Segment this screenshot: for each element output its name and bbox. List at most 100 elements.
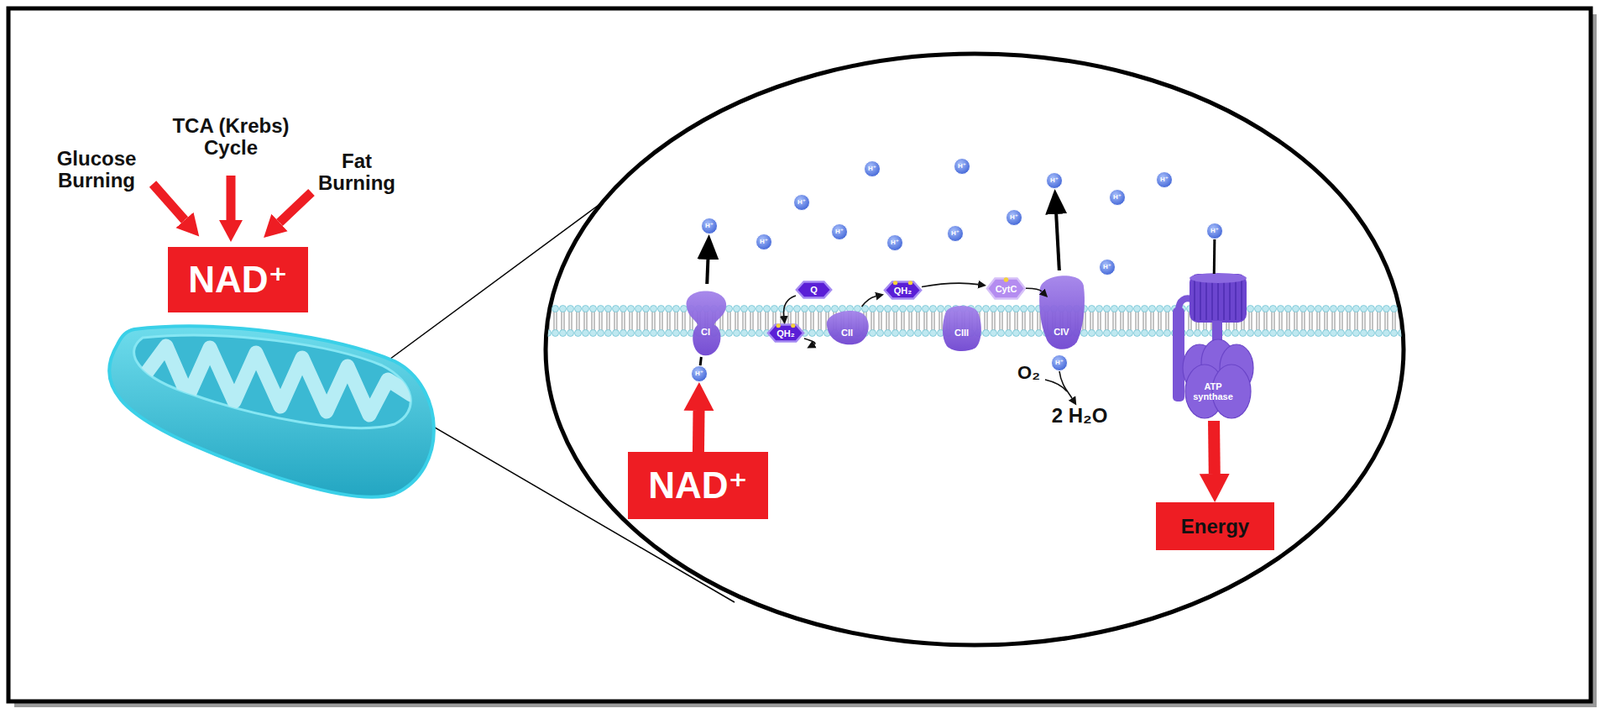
- node-text: CI: [700, 326, 711, 337]
- frame: [8, 8, 1591, 701]
- proton-ion: H⁺: [831, 223, 848, 241]
- ion-circle: [1109, 189, 1126, 206]
- rotor-cap: [1189, 272, 1247, 283]
- zoom-ellipse: [545, 53, 1404, 645]
- connector-arrow: [1213, 239, 1217, 274]
- node-text: QH₂: [894, 284, 912, 295]
- node-text: NAD⁺: [188, 259, 288, 300]
- ubiquinol: QH₂: [767, 324, 805, 342]
- protein-complex: [686, 290, 727, 356]
- node-text: CIV: [1053, 326, 1069, 337]
- proton-ion: H⁺: [1098, 258, 1116, 276]
- nad-box: NAD⁺: [627, 451, 769, 519]
- complex-one: CI: [678, 283, 733, 357]
- text-label: TCA (Krebs) Cycle: [163, 115, 299, 160]
- hexagon: [768, 324, 804, 341]
- red-arrow: [279, 192, 312, 223]
- protein-complex: [1039, 275, 1085, 350]
- node-text: H⁺: [1113, 193, 1122, 202]
- protein-complex: [826, 310, 869, 345]
- ion-circle: [1207, 223, 1224, 240]
- ion-circle: [954, 158, 971, 175]
- node-text: H⁺: [1055, 359, 1064, 367]
- node-text: NAD⁺: [648, 465, 748, 506]
- node-text: Energy: [1181, 514, 1250, 537]
- proton-ion: H⁺: [886, 234, 904, 251]
- connector-arrow: [1207, 420, 1221, 474]
- ion-circle: [701, 218, 718, 235]
- node-text: CII: [841, 327, 853, 338]
- node-text: H⁺: [835, 228, 844, 236]
- ion-circle: [1099, 259, 1116, 276]
- text-label: 2 H₂O: [1037, 404, 1122, 427]
- text-label: Glucose Burning: [46, 147, 147, 193]
- proton-ion: H⁺: [1155, 171, 1173, 189]
- nad-box: NAD⁺: [167, 246, 309, 313]
- ion-circle: [691, 366, 708, 382]
- ion-circle: [1051, 355, 1068, 372]
- node-text: H⁺: [759, 238, 769, 246]
- ion-circle: [864, 161, 881, 178]
- text-label: O₂: [1009, 362, 1048, 383]
- connector-arrow: [706, 259, 708, 284]
- text-label: Fat Burning: [306, 150, 408, 195]
- connector-arrow: [1025, 287, 1042, 292]
- node-text: H⁺: [705, 222, 714, 231]
- connector-arrow: [862, 296, 877, 307]
- connector-arrow: [804, 338, 816, 345]
- rotor-rib: [1228, 276, 1231, 320]
- electron-dot: [908, 280, 913, 285]
- node-text: H⁺: [957, 162, 967, 171]
- connector-arrow: [692, 410, 706, 452]
- ion-circle: [947, 225, 964, 242]
- proton-ion: H⁺: [1005, 209, 1023, 226]
- node-text: ATP synthase: [1187, 381, 1239, 402]
- outer-membrane: [109, 325, 434, 497]
- proton-ion: H⁺: [1108, 188, 1126, 206]
- ion-circle: [756, 234, 773, 251]
- proton-ion: H⁺: [946, 224, 964, 242]
- node-text: QH₂: [776, 327, 795, 338]
- ion-circle: [1006, 209, 1023, 226]
- stator-arm: [1178, 298, 1192, 311]
- electron-dot: [776, 323, 781, 328]
- rotor-rib: [1199, 276, 1202, 320]
- complex-two: CII: [821, 306, 873, 347]
- electron-dot: [790, 323, 795, 328]
- proton-ion: H⁺: [700, 217, 718, 235]
- complex-three: CIII: [938, 303, 985, 352]
- complex-shape: [1035, 270, 1088, 352]
- input-arrows: [152, 175, 312, 223]
- rotor-rib: [1205, 276, 1208, 320]
- red-arrow: [152, 183, 185, 220]
- ion-circle: [1156, 172, 1173, 189]
- node-text: H⁺: [867, 165, 877, 173]
- atp-synthase: ATP synthase: [1166, 273, 1261, 421]
- ubiquinone: Q: [795, 281, 832, 299]
- ubiquinol: QH₂: [883, 281, 922, 299]
- reaction-arrow: [1045, 379, 1067, 392]
- proton-ion: H⁺: [793, 193, 811, 211]
- node-text: H⁺: [1050, 177, 1059, 185]
- proton-ion: H⁺: [1045, 172, 1063, 189]
- node-text: H⁺: [797, 198, 806, 207]
- proton-ion: H⁺: [1050, 354, 1068, 372]
- complex-four: CIV: [1035, 270, 1088, 352]
- stator: [1172, 307, 1185, 402]
- proton-ion: H⁺: [690, 365, 708, 382]
- proton-ion: H⁺: [1206, 222, 1224, 240]
- red-arrow: [226, 175, 236, 220]
- reaction-arrow: [1059, 371, 1072, 398]
- cristae: [142, 345, 412, 415]
- node-text: Q: [810, 284, 818, 295]
- node-text: CIII: [954, 327, 969, 338]
- ion-circle: [831, 224, 848, 241]
- rotor-rib: [1240, 276, 1243, 320]
- node-text: H⁺: [695, 370, 704, 378]
- connector-arrow: [784, 295, 796, 316]
- rotor-rib: [1234, 276, 1237, 320]
- inner-space: [134, 334, 412, 428]
- ion-circle: [1046, 172, 1063, 189]
- node-text: H⁺: [1160, 176, 1169, 184]
